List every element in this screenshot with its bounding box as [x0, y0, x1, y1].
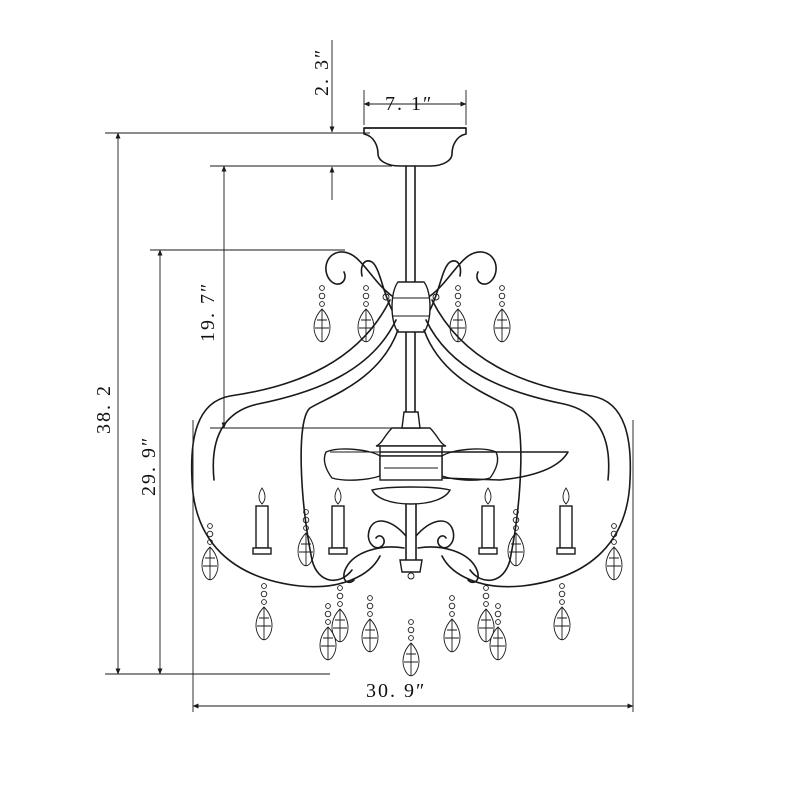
outer-frame-arms [190, 299, 632, 588]
fan-motor [375, 411, 447, 457]
fixture-height-label: 29. 9″ [138, 436, 160, 496]
upper-scroll-arms [325, 251, 497, 311]
candle-2 [328, 487, 348, 555]
canopy-width-label: 7. 1″ [385, 93, 433, 115]
chandelier-fixture [190, 127, 632, 677]
overall-height-label: 38. 2 [93, 384, 115, 434]
canopy-height-label: 2. 3″ [311, 48, 333, 96]
dimension-lines [105, 40, 634, 712]
canopy [363, 127, 467, 167]
candle-3 [478, 487, 498, 555]
lower-scroll-arms [343, 520, 479, 584]
downrod [405, 165, 416, 417]
crystal-drops [201, 285, 623, 677]
fan-blades [323, 448, 569, 481]
lower-bowl [370, 486, 452, 580]
overall-width-label: 30. 9″ [366, 680, 426, 702]
downrod-length-label: 19. 7″ [197, 282, 219, 342]
candle-4 [556, 487, 576, 555]
candle-1 [252, 487, 272, 555]
